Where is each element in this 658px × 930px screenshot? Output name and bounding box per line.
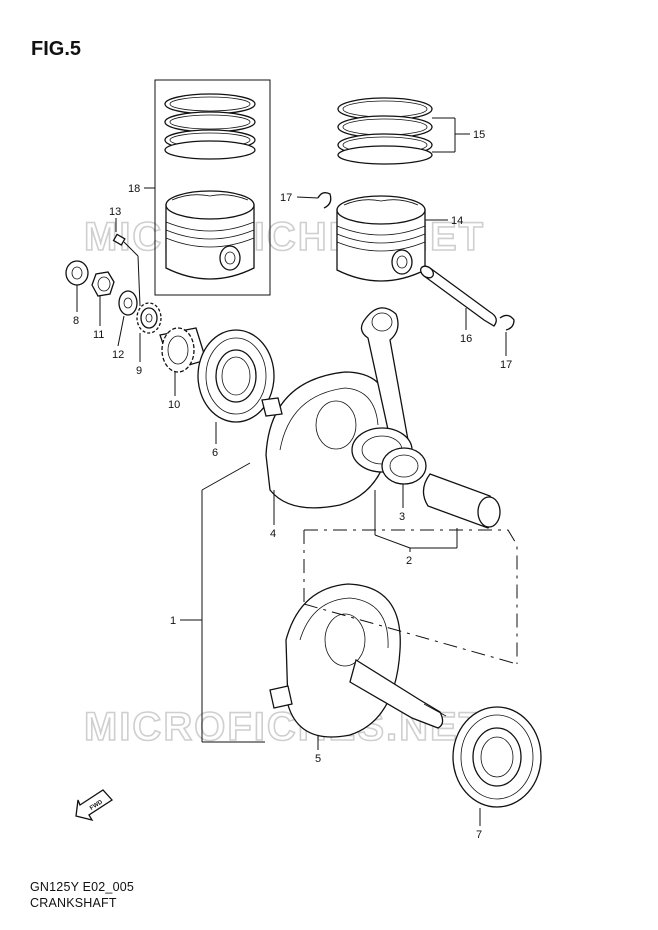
callout-17-upper: 17 [280,192,292,204]
piston-boxed [165,190,255,280]
callouts: 18 15 17 14 13 8 11 12 9 10 6 16 17 4 3 … [73,129,512,841]
callout-3: 3 [399,511,405,523]
crankshaft-bearing-left [197,329,275,423]
leader-lines [76,117,507,826]
circlip-lower [499,314,515,331]
callout-10: 10 [168,399,180,411]
crank-pin [422,473,501,529]
piston-rings [337,97,433,165]
callout-16: 16 [460,333,472,345]
callout-7: 7 [476,829,482,841]
callout-12: 12 [112,349,124,361]
diagram-code: GN125Y E02_005 [30,880,135,894]
callout-6: 6 [212,447,218,459]
callout-8: 8 [73,315,79,327]
diagram-name: CRANKSHAFT [30,896,117,910]
circlip-upper [317,192,332,209]
callout-1: 1 [170,615,176,627]
callout-9: 9 [136,365,142,377]
primary-drive-gear [136,302,162,334]
needle-bearing [381,447,427,485]
callout-17-lower: 17 [500,359,512,371]
callout-14: 14 [451,215,463,227]
crankshaft-bearing-right [452,706,542,808]
callout-4: 4 [270,528,276,540]
oil-seal [65,260,89,286]
fwd-arrow-icon: FWD [75,789,113,822]
crankshaft-left [261,371,393,509]
figure-title: FIG.5 [31,38,82,60]
piston [336,195,426,282]
callout-13: 13 [109,206,121,218]
nut [91,271,115,297]
key [112,233,126,246]
washer [118,290,138,316]
callout-11: 11 [93,329,104,341]
piston-rings-boxed [164,93,256,160]
assembly-centerlines [303,529,518,665]
callout-18: 18 [128,183,140,195]
callout-5: 5 [315,753,321,765]
callout-2: 2 [406,555,412,567]
piston-pin [420,265,497,327]
cam-drive-gear [159,327,207,373]
crankshaft-right [269,583,447,738]
callout-15: 15 [473,129,485,141]
